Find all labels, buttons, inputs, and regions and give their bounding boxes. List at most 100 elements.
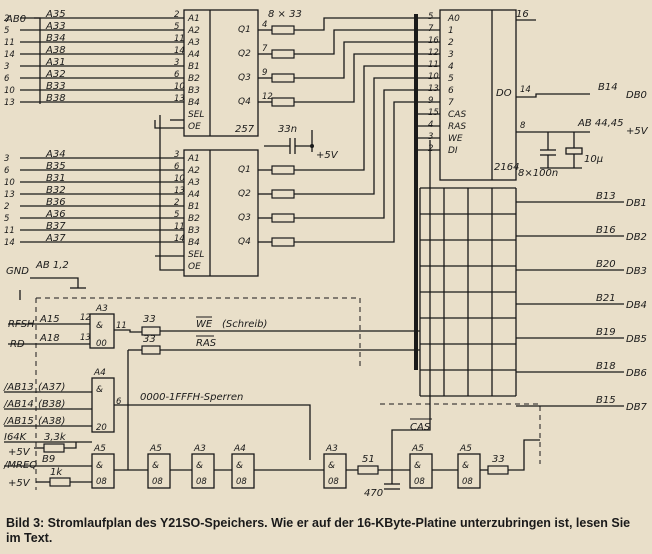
oe-line-bottom [159, 115, 184, 271]
pin16-label: 16 [516, 9, 529, 20]
input-pin-number: 14 [4, 50, 15, 60]
dram-pin-name: 3 [448, 50, 454, 60]
nand-gate [147, 453, 171, 489]
a3-pin13: 13 [80, 333, 91, 343]
gate-pin: 08 [236, 477, 247, 487]
data-db-label: DB6 [626, 368, 647, 379]
input-pin-number: 14 [4, 238, 15, 248]
dram-pin-number: 5 [428, 12, 433, 22]
dram-pin-name: 6 [448, 86, 454, 96]
plus5v-right-label: +5V [626, 126, 649, 137]
a18-label: A18 [39, 333, 60, 344]
gate-a3-top [89, 313, 115, 349]
dram-pin-name: 2 [448, 38, 454, 48]
gate-amp: & [414, 461, 421, 471]
input-bus-label: A33 [45, 21, 66, 32]
plus5v-label: +5V [316, 150, 339, 161]
resistor-33-ras [141, 345, 161, 355]
address-line [294, 41, 416, 79]
gate-amp: & [96, 461, 103, 471]
mux-out-pin: 4 [262, 20, 267, 30]
input-bus-label: A32 [45, 69, 66, 80]
data-db-label: DB4 [626, 300, 647, 311]
address-line [294, 101, 416, 243]
gate-name: A5 [459, 444, 472, 454]
mux-input-label: A2 [187, 26, 200, 36]
mux-out-pin: 9 [262, 68, 267, 78]
dram-2164 [439, 9, 517, 181]
series-resistor [271, 73, 295, 83]
mux-pin-number: 11 [174, 222, 185, 232]
input-pin-number: 10 [4, 86, 15, 96]
mux-pin-number: 10 [174, 82, 185, 92]
mux-pin-number: 2 [174, 198, 179, 208]
gate-name: A4 [233, 444, 246, 454]
gate-a3-name: A3 [95, 304, 108, 314]
dram-pin-number: 4 [428, 120, 433, 130]
figure-caption: Bild 3: Stromlaufplan des Y21SO-Speicher… [6, 516, 631, 545]
mux-output-label: Q4 [238, 97, 251, 107]
mux-output-label: Q1 [238, 25, 251, 35]
gate-pin: 08 [328, 477, 339, 487]
input-bus-label: B32 [46, 185, 66, 196]
dram-pin-name: WE [448, 134, 463, 144]
dram-pin-number: 7 [428, 24, 434, 34]
dram-pin-number: 16 [428, 36, 439, 46]
gate-amp: & [152, 461, 159, 471]
dram-pin-name: A0 [447, 14, 460, 24]
mux-pin-number: 10 [174, 174, 185, 184]
input-pin-number: 2 [4, 202, 9, 212]
we-label: WE [196, 319, 213, 330]
mux-pin-number: 14 [174, 234, 185, 244]
input-pin-number: 11 [4, 38, 15, 48]
mux-input-label: OE [188, 122, 201, 132]
nand-gate [409, 453, 433, 489]
plus5v2-label: +5V [8, 447, 31, 458]
input-pin-number: 13 [4, 98, 15, 108]
mux-input-label: OE [188, 262, 201, 272]
dram-pin-number: 15 [428, 108, 439, 118]
gate-amp: & [196, 461, 203, 471]
dram-pin-number: 3 [428, 132, 433, 142]
do-pin: 14 [520, 85, 531, 95]
gate-pin: 08 [152, 477, 163, 487]
gate-a4-name: A4 [93, 368, 106, 378]
db0-label: DB0 [626, 90, 647, 101]
data-db-label: DB1 [626, 198, 647, 209]
a3-pin11: 11 [116, 321, 127, 331]
input-bus-label: B33 [46, 81, 66, 92]
resistor-1k [49, 477, 71, 487]
input-bus-label: A31 [45, 57, 66, 68]
mux-input-label: B4 [188, 98, 200, 108]
data-bus-label: B18 [596, 361, 616, 372]
a38-label: (A38) [38, 416, 65, 427]
b9-label: B9 [42, 454, 55, 465]
mux-257-bottom [183, 149, 259, 277]
r1k-label: 1k [50, 467, 63, 478]
nand-gate [91, 453, 115, 489]
address-line [294, 89, 416, 219]
cap2-body [565, 147, 583, 155]
mux-input-label: A1 [187, 154, 200, 164]
mux-out-pin: 7 [262, 44, 268, 54]
input-bus-label: B31 [46, 173, 66, 184]
gate-pin: 08 [414, 477, 425, 487]
r33a-label: 33 [143, 314, 156, 325]
dram-pin-name: RAS [448, 122, 466, 132]
r33c-label: 33 [492, 454, 505, 465]
resistor-33-cas [487, 465, 509, 475]
dram-pin-name: 5 [448, 74, 454, 84]
address-line [294, 53, 416, 103]
input-bus-label: A34 [45, 149, 66, 160]
input-pin-number: 3 [4, 62, 9, 72]
gate-amp: & [462, 461, 469, 471]
ab13-label: /AB13 [3, 382, 34, 393]
res-array-label: 8 × 33 [268, 9, 302, 20]
dram-pin-number: 11 [428, 60, 439, 70]
b38-label: (B38) [38, 399, 65, 410]
data-bus-label: B13 [596, 191, 616, 202]
